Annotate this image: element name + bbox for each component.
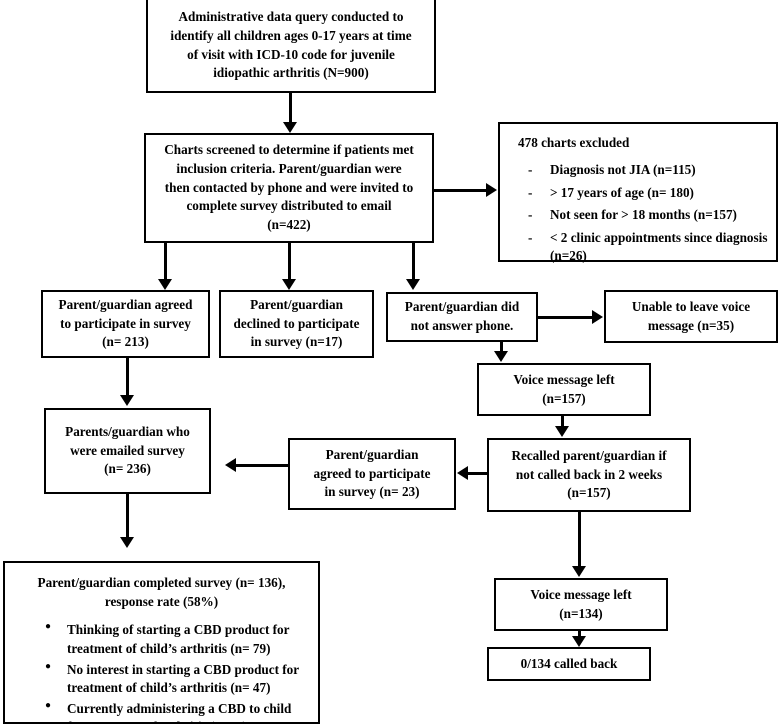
completed-headline: Parent/guardian completed survey (n= 136… bbox=[17, 573, 306, 611]
node-line: in survey (n=17) bbox=[250, 334, 343, 350]
arrowhead-query-to-screened bbox=[283, 122, 297, 133]
node-line: (n=422) bbox=[267, 217, 311, 233]
node-charts-screened: Charts screened to determine if patients… bbox=[144, 133, 434, 243]
node-line: agreed to participate bbox=[313, 465, 431, 481]
arrowhead-noanswer-to-voicemail157 bbox=[494, 351, 508, 362]
completed-bullet-item: Currently administering a CBD to child f… bbox=[45, 699, 310, 724]
node-line: of visit with ICD-10 code for juvenile bbox=[187, 46, 395, 62]
node-line: Thinking of starting a CBD product for bbox=[67, 622, 290, 638]
node-line: Charts screened to determine if patients… bbox=[164, 142, 414, 158]
node-line: inclusion criteria. Parent/guardian were bbox=[176, 160, 402, 176]
excluded-title: 478 charts excluded bbox=[518, 135, 630, 150]
node-voice-message-left-157: Voice message left (n=157) bbox=[477, 363, 651, 416]
arrowhead-screened-to-noanswer bbox=[406, 279, 420, 290]
connector-agreed23-to-emailed bbox=[236, 464, 288, 467]
node-line: not called back in 2 weeks bbox=[515, 466, 663, 482]
node-line: Parent/guardian bbox=[325, 446, 419, 462]
node-line: not answer phone. bbox=[410, 318, 514, 333]
node-line: idiopathic arthritis (N=900) bbox=[213, 65, 369, 81]
node-line: 0/134 called back bbox=[520, 655, 618, 671]
connector-screened-to-agreed bbox=[164, 243, 167, 281]
arrowhead-screened-to-agreed bbox=[158, 279, 172, 290]
arrowhead-emailed-to-completed bbox=[120, 537, 134, 548]
node-voice-message-left-134: Voice message left (n=134) bbox=[494, 578, 668, 631]
node-line: Parent/guardian agreed bbox=[58, 296, 193, 312]
node-parent-completed-survey: Parent/guardian completed survey (n= 136… bbox=[3, 561, 320, 724]
node-line: Voice message left bbox=[530, 586, 632, 602]
excluded-reason-item: Not seen for > 18 months (n=157) bbox=[528, 206, 770, 224]
connector-noanswer-to-unable bbox=[538, 316, 594, 319]
connector-emailed-to-completed bbox=[126, 494, 129, 538]
node-recalled-parent-guardian: Recalled parent/guardian if not called b… bbox=[487, 438, 691, 512]
node-line: Parent/guardian bbox=[250, 296, 343, 312]
excluded-reason-item: < 2 clinic appointments since diagnosis … bbox=[528, 229, 770, 265]
node-line: Parent/guardian completed survey (n= 136… bbox=[37, 575, 286, 590]
completed-bullet-list: Thinking of starting a CBD product for t… bbox=[11, 620, 312, 724]
completed-bullet-item: Thinking of starting a CBD product for t… bbox=[45, 620, 310, 657]
node-line: Administrative data query conducted to bbox=[178, 9, 404, 25]
arrowhead-recalled-to-agreed23 bbox=[457, 466, 468, 480]
node-line: identify all children ages 0-17 years at… bbox=[170, 27, 412, 43]
connector-noanswer-to-voicemail157 bbox=[500, 342, 503, 353]
node-line: in survey (n= 23) bbox=[324, 484, 420, 500]
connector-screened-to-declined bbox=[288, 243, 291, 281]
node-line: message (n=35) bbox=[647, 317, 735, 333]
arrowhead-agreed23-to-emailed bbox=[225, 458, 236, 472]
excluded-reason-item: > 17 years of age (n= 180) bbox=[528, 184, 770, 202]
node-line: (n= 213) bbox=[102, 334, 149, 350]
connector-screened-to-excluded bbox=[434, 189, 487, 192]
node-line: Voice message left bbox=[513, 371, 615, 387]
node-line: Parent/guardian did bbox=[404, 299, 520, 315]
node-line: (n=157) bbox=[542, 390, 586, 406]
node-line: response rate (58%) bbox=[104, 594, 219, 610]
arrowhead-screened-to-excluded bbox=[486, 183, 497, 197]
arrowhead-screened-to-declined bbox=[282, 279, 296, 290]
arrowhead-agreed-to-emailed bbox=[120, 395, 134, 406]
node-line: then contacted by phone and were invited… bbox=[164, 179, 414, 195]
node-parent-agreed-to-participate-23: Parent/guardian agreed to participate in… bbox=[288, 438, 456, 510]
node-unable-to-leave-voice-message: Unable to leave voice message (n=35) bbox=[604, 290, 778, 343]
connector-screened-to-noanswer bbox=[412, 243, 415, 281]
node-zero-called-back: 0/134 called back bbox=[487, 647, 651, 681]
node-line: declined to participate bbox=[233, 315, 360, 331]
node-line: Recalled parent/guardian if bbox=[511, 447, 667, 463]
node-parent-agreed-to-participate: Parent/guardian agreed to participate in… bbox=[41, 290, 210, 358]
connector-recalled-to-voicemail134 bbox=[578, 512, 581, 567]
node-line: to participate in survey bbox=[60, 315, 191, 331]
node-line: No interest in starting a CBD product fo… bbox=[67, 661, 300, 677]
node-line: (n=134) bbox=[559, 605, 603, 621]
connector-voicemail157-to-recalled bbox=[561, 416, 564, 427]
arrowhead-noanswer-to-unable bbox=[592, 310, 603, 324]
node-parent-did-not-answer-phone: Parent/guardian did not answer phone. bbox=[386, 292, 538, 342]
connector-query-to-screened bbox=[289, 93, 292, 123]
arrowhead-voicemail157-to-recalled bbox=[555, 426, 569, 437]
node-line: Currently administering a CBD to child bbox=[67, 701, 292, 717]
node-line: treatment of child’s arthritis (n= 79) bbox=[67, 640, 271, 656]
node-line: (n=157) bbox=[567, 485, 611, 501]
completed-bullet-item: No interest in starting a CBD product fo… bbox=[45, 660, 310, 697]
connector-recalled-to-agreed23 bbox=[468, 472, 488, 475]
arrowhead-recalled-to-voicemail134 bbox=[572, 566, 586, 577]
connector-agreed-to-emailed bbox=[126, 358, 129, 396]
node-charts-excluded: 478 charts excluded Diagnosis not JIA (n… bbox=[498, 122, 778, 265]
arrowhead-voicemail134-to-calledback bbox=[572, 636, 586, 647]
node-line: were emailed survey bbox=[70, 442, 185, 458]
excluded-reason-list: Diagnosis not JIA (n=115) > 17 years of … bbox=[510, 161, 770, 265]
node-administrative-data-query: Administrative data query conducted to i… bbox=[146, 0, 436, 93]
node-line: complete survey distributed to email bbox=[186, 198, 392, 214]
node-line: for treatment of arthritis (n=10) bbox=[67, 718, 310, 724]
node-line: Parents/guardian who bbox=[65, 423, 190, 439]
excluded-reason-item: Diagnosis not JIA (n=115) bbox=[528, 161, 770, 179]
node-line: treatment of child’s arthritis (n= 47) bbox=[67, 679, 271, 695]
node-line: (n= 236) bbox=[104, 461, 151, 477]
connector-voicemail134-to-calledback bbox=[578, 631, 581, 639]
node-parent-declined-to-participate: Parent/guardian declined to participate … bbox=[219, 290, 374, 358]
node-parents-emailed-survey: Parents/guardian who were emailed survey… bbox=[44, 408, 211, 494]
node-line: Unable to leave voice bbox=[631, 298, 751, 314]
